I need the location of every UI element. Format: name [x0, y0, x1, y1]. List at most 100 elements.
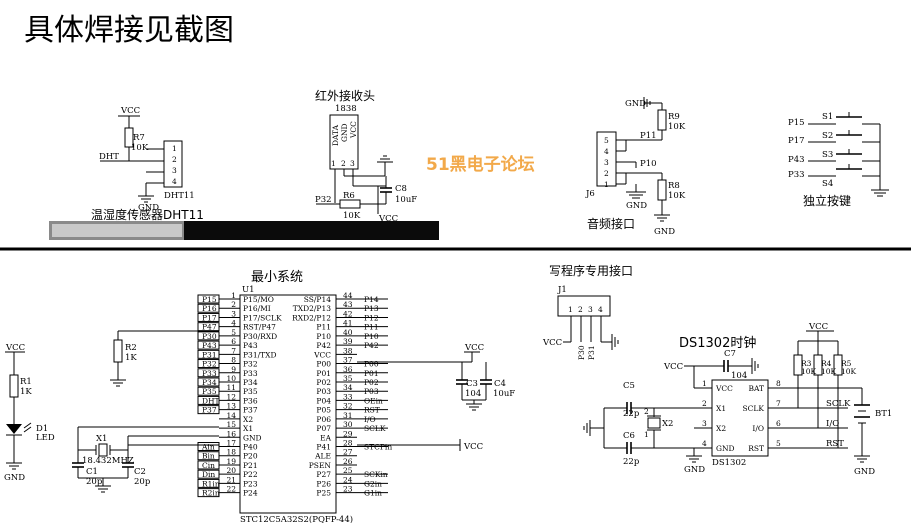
ds-x2-name: X2: [662, 419, 673, 429]
ds-r5-name: R5: [841, 359, 852, 368]
mcu-right-pin-num-24: 24: [343, 475, 353, 484]
mcu-right-pin-num-29: 29: [343, 429, 353, 438]
mcu-right-net-43: P13: [364, 304, 379, 313]
ds-x2-pin-1: 1: [644, 430, 649, 439]
mcu-left-pin-num-19: 19: [226, 457, 236, 466]
ds-vcc-left-label: VCC: [663, 362, 683, 372]
ds-gnd-right-label: GND: [854, 467, 875, 477]
ds-r3-name: R3: [801, 359, 812, 368]
ds-c6-name: C6: [623, 431, 635, 441]
ir-receiver-body: [329, 114, 359, 170]
mcu-left-pin-num-22: 22: [226, 485, 236, 494]
mcu-vcc-label: VCC: [464, 343, 484, 353]
ds-right-pin-num-5: 5: [776, 439, 781, 448]
mcu-right-pin-name-32: P05: [316, 406, 331, 415]
ir-vcc-label: VCC: [378, 214, 398, 224]
mcu-left-pin-name-16: GND: [243, 433, 262, 442]
mcu-right-pin-num-31: 31: [343, 411, 353, 420]
mcu-right-pin-name-38: VCC: [313, 350, 331, 359]
ds-gnd-left-label: GND: [684, 465, 705, 475]
mcu-left-pin-name-8: P32: [243, 360, 258, 369]
ds-left-pin-num-4: 4: [702, 439, 707, 448]
key-3-sw: S3: [822, 150, 833, 160]
dht11-connector: [163, 140, 183, 188]
mcu-right-net-28: STCPin: [364, 443, 392, 452]
mcu-left-pin-num-21: 21: [226, 475, 236, 484]
mcu-left-pin-num-5: 5: [231, 328, 236, 337]
dht-pin-4: 4: [172, 177, 177, 186]
ds-net-sclk: SCLK: [826, 399, 851, 409]
mcu-left-pin-num-11: 11: [226, 383, 236, 392]
mcu-right-pin-num-41: 41: [343, 319, 353, 328]
mcu-left-pin-name-4: RST/P47: [243, 323, 276, 332]
mcu-left-pin-num-8: 8: [231, 356, 236, 365]
mcu-right-pin-num-43: 43: [343, 300, 353, 309]
ir-c-value: 10uF: [395, 195, 417, 205]
watermark-text: 51黑电子论坛: [426, 154, 535, 175]
ds-net-io: I/O: [826, 419, 839, 429]
mcu-left-net-20: Din: [202, 470, 215, 479]
audio-r-top-name: R9: [668, 112, 680, 122]
dht-pin-3: 3: [172, 166, 177, 175]
mcu-title: 最小系统: [251, 270, 303, 285]
audio-pin-3: 3: [604, 158, 609, 167]
mcu-right-pin-name-40: P10: [316, 332, 331, 341]
audio-gnd-top-label: GND: [625, 99, 646, 109]
mcu-right-net-30: SCLK: [364, 424, 386, 433]
mcu-left-net-7: P31: [202, 350, 217, 359]
mcu-left-pin-name-5: P30/RXD: [243, 332, 277, 341]
ds1302-chip: [711, 379, 769, 457]
mcu-left-pin-num-12: 12: [226, 392, 236, 401]
mcu-right-net-25: SCKin: [364, 470, 388, 479]
mcu-left-net-22: R2in: [202, 489, 220, 498]
key-1-net: P15: [788, 118, 805, 128]
prog-pin-3: 3: [588, 305, 593, 314]
led-r-name: R1: [20, 377, 32, 387]
dht11-section: VCC R7 10K DHT 1 2 3 4 GND DHT11 温湿度传感器D…: [49, 106, 439, 240]
mcu-left-net-21: R1in: [202, 479, 220, 488]
keys-section: P15 S1 P17 S2 P43 S3 P33: [788, 112, 889, 208]
audio-jack-ref: J6: [585, 189, 595, 199]
mcu-left-pin-name-13: P37: [243, 406, 258, 415]
mcu-right-pin-name-28: P41: [316, 443, 331, 452]
audio-gnd-mid-label: GND: [626, 201, 647, 211]
mcu-right-pin-num-33: 33: [343, 392, 353, 401]
key-1-sw: S1: [822, 112, 833, 122]
dht-gnd-label: GND: [138, 203, 159, 213]
prog-pin-1: 1: [568, 305, 573, 314]
mcu-left-pin-name-12: P36: [243, 396, 258, 405]
mcu-left-net-10: P34: [202, 378, 217, 387]
ir-pin-name-gnd: GND: [340, 123, 349, 142]
ds-vcc-right-label: VCC: [808, 322, 828, 332]
dht-r-name: R7: [133, 133, 145, 143]
ds-left-pin-name-3: X2: [716, 424, 726, 433]
mcu-right-net-40: P10: [364, 332, 379, 341]
prog-pin-4: 4: [598, 305, 603, 314]
mcu-chip-body: [239, 294, 337, 514]
audio-net-bot: P10: [640, 159, 657, 169]
ds-left-pin-num-1: 1: [702, 379, 707, 388]
mcu-c4-value: 10uF: [493, 389, 515, 399]
mcu-left-pin-name-22: P24: [243, 489, 258, 498]
mcu-left-pin-num-14: 14: [226, 411, 236, 420]
ir-pin-num-1: 1: [331, 159, 336, 168]
mcu-left-net-9: P33: [202, 369, 217, 378]
mcu-left-pin-num-7: 7: [231, 346, 236, 355]
prog-vcc-label: VCC: [542, 338, 562, 348]
mcu-c1-name: C1: [86, 467, 98, 477]
prog-header-section: 写程序专用接口 J1 1 2 3 4 VCC P30 P31: [542, 263, 633, 360]
mcu-right-pin-num-25: 25: [343, 466, 353, 475]
key-2-sw: S2: [822, 131, 833, 141]
mcu-r2-name: R2: [125, 343, 137, 353]
mcu-right-net-31: I/O: [364, 415, 376, 424]
mcu-right-pin-name-24: P26: [316, 479, 331, 488]
mcu-right-pin-num-30: 30: [343, 420, 353, 429]
mcu-right-pin-num-35: 35: [343, 374, 353, 383]
mcu-left-net-11: P35: [202, 387, 217, 396]
mcu-right-pin-num-23: 23: [343, 485, 353, 494]
mcu-right-pin-num-36: 36: [343, 365, 353, 374]
mcu-right-pin-num-28: 28: [343, 439, 353, 448]
audio-title: 音频接口: [587, 216, 635, 231]
